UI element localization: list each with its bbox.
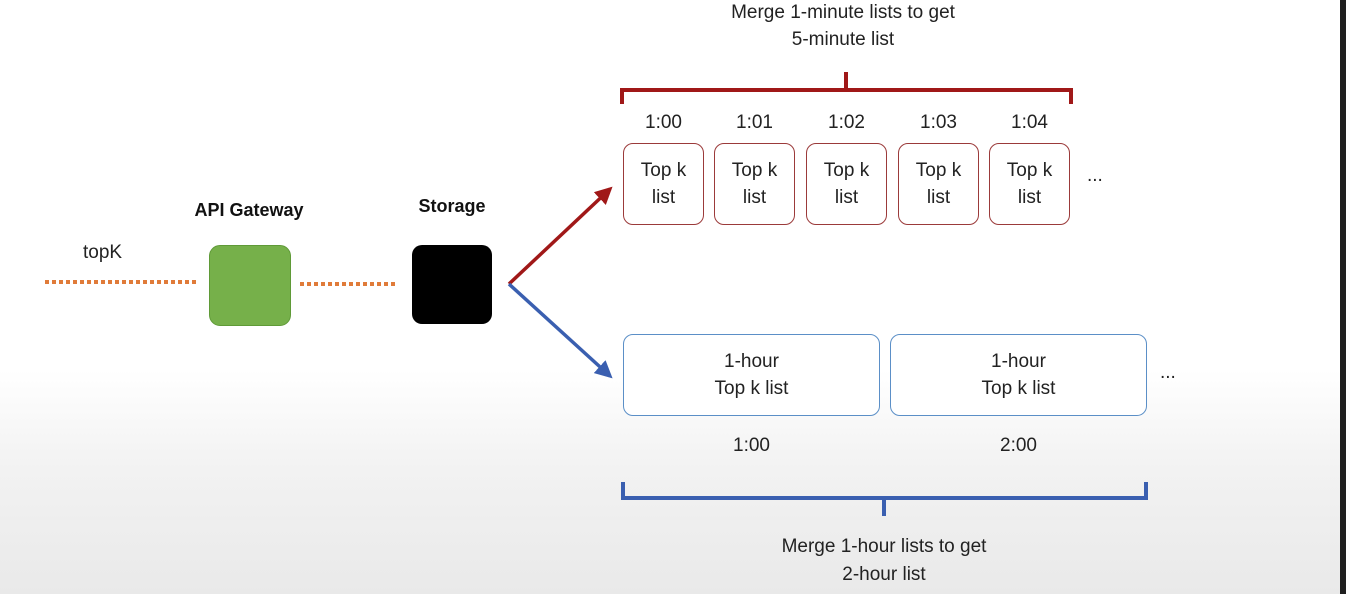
arrow-to-minute-lists	[507, 186, 613, 286]
minute-time-label: 1:02	[828, 112, 865, 133]
minute-time-label: 1:04	[1011, 112, 1048, 133]
minute-time-label: 1:03	[920, 112, 957, 133]
minute-topk-list-box: Top k list	[989, 143, 1070, 225]
minute-merge-caption-line1: Merge 1-minute lists to get	[731, 2, 955, 23]
api-gateway-title: API Gateway	[194, 200, 304, 220]
minute-topk-list-box: Top k list	[714, 143, 795, 225]
arrow-to-hour-lists	[507, 282, 613, 379]
box-line: list	[926, 187, 951, 208]
hour-merge-caption: Merge 1-hour lists to get 2-hour list	[684, 533, 1084, 589]
hour-merge-brace	[621, 482, 1148, 516]
box-line: Top k list	[981, 378, 1056, 399]
box-line: list	[1017, 187, 1042, 208]
minute-merge-caption: Merge 1-minute lists to get 5-minute lis…	[643, 0, 1043, 53]
minute-topk-list-box: Top k list	[898, 143, 979, 225]
storage-title: Storage	[418, 196, 486, 216]
box-line: list	[651, 187, 676, 208]
minute-ellipsis: ...	[1087, 165, 1103, 186]
minute-topk-list-box: Top k list	[623, 143, 704, 225]
hour-time-label: 2:00	[1000, 435, 1037, 456]
box-line: list	[742, 187, 767, 208]
box-line: 1-hour	[724, 351, 779, 372]
box-line: Top k	[915, 160, 962, 181]
minute-merge-brace	[620, 72, 1073, 104]
box-line: Top k	[731, 160, 778, 181]
api-gateway-node	[209, 245, 291, 326]
minute-time-label: 1:00	[645, 112, 682, 133]
hour-merge-caption-line1: Merge 1-hour lists to get	[781, 536, 987, 557]
minute-time-label: 1:01	[736, 112, 773, 133]
box-line: list	[834, 187, 859, 208]
minute-merge-caption-line2: 5-minute list	[791, 29, 895, 50]
box-line: Top k	[640, 160, 687, 181]
box-line: 1-hour	[991, 351, 1046, 372]
box-line: Top k list	[714, 378, 789, 399]
hour-merge-caption-line2: 2-hour list	[842, 564, 926, 585]
window-edge	[1340, 0, 1346, 594]
topk-input-label: topK	[83, 242, 123, 263]
box-line: Top k	[823, 160, 870, 181]
storage-node	[412, 245, 492, 324]
hour-ellipsis: ...	[1160, 362, 1176, 383]
box-line: Top k	[1006, 160, 1053, 181]
minute-topk-list-box: Top k list	[806, 143, 887, 225]
hour-time-label: 1:00	[733, 435, 770, 456]
